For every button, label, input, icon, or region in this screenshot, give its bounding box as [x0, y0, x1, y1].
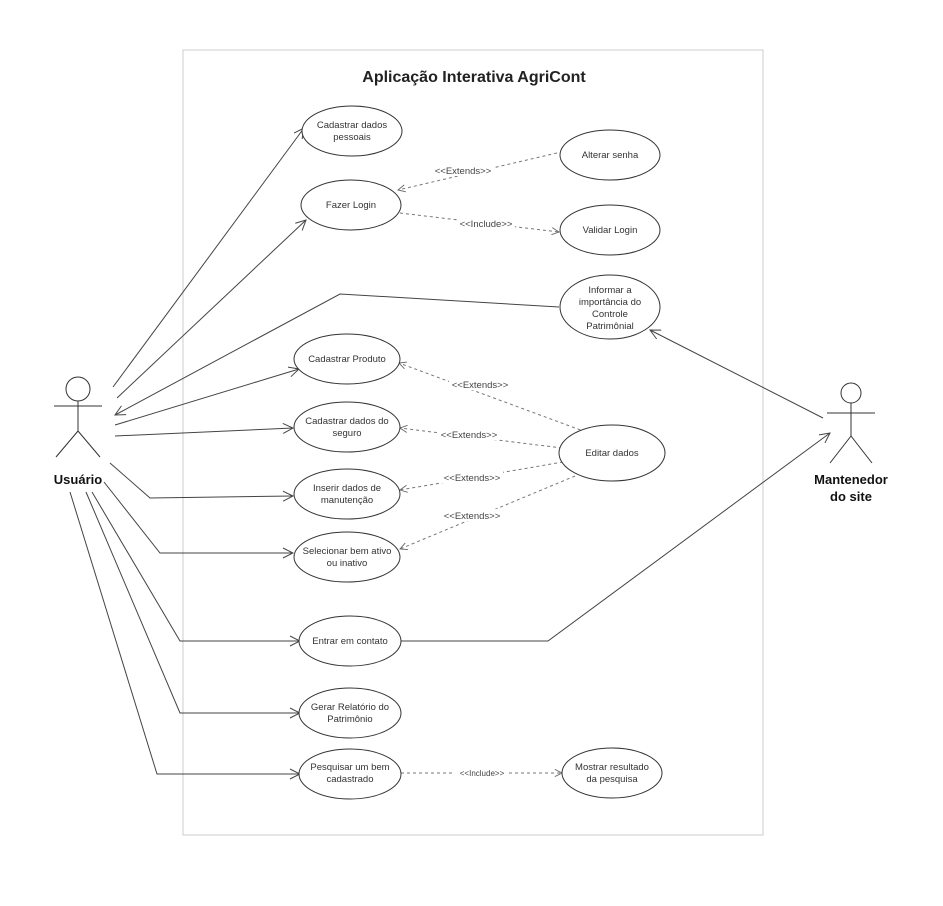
extends-cadastrar-produto-line	[399, 363, 587, 433]
actor-usuario[interactable]	[54, 376, 102, 458]
extends-label-cadastrar-seguro: <<Extends>>	[441, 430, 498, 441]
use-case-editar-dados[interactable]: Editar dados	[558, 424, 666, 482]
use-case-label: Cadastrar Produto	[308, 354, 386, 365]
assoc-entrar-contato	[91, 491, 300, 641]
use-case-cadastrar-dados-pessoais[interactable]: Cadastrar dados pessoais	[301, 105, 403, 157]
use-case-label: Inserir dados de	[313, 483, 381, 494]
use-case-label: Controle	[592, 309, 628, 320]
system-boundary	[182, 49, 764, 836]
assoc-cadastrar-dados-pessoais	[112, 128, 304, 388]
use-case-informar-importancia[interactable]: Informar a importância do Controle Patri…	[559, 274, 661, 340]
use-case-pesquisar-bem[interactable]: Pesquisar um bem cadastrado	[298, 748, 402, 800]
use-cases: Cadastrar dados pessoais Fazer Login Alt…	[293, 105, 666, 800]
actor-usuario-label: Usuário	[54, 472, 102, 487]
use-case-label: seguro	[332, 428, 361, 439]
assoc-informar-importancia	[115, 293, 560, 415]
actor-mantenedor-label-line1: Mantenedor	[814, 472, 888, 487]
assoc-maintainer-informar	[650, 330, 824, 419]
include-label-validar-login: <<Include>>	[460, 219, 513, 230]
assoc-cadastrar-produto	[114, 369, 299, 426]
actor-mantenedor-label-line2: do site	[830, 489, 872, 504]
use-case-entrar-contato[interactable]: Entrar em contato	[298, 615, 402, 667]
use-case-label: Validar Login	[583, 225, 638, 236]
stereotype-labels: <<Extends>> <<Include>> <<Extends>> <<Ex…	[432, 164, 515, 778]
actor-right-leg	[850, 435, 873, 464]
use-case-alterar-senha[interactable]: Alterar senha	[559, 129, 661, 181]
use-case-label: da pesquisa	[586, 774, 638, 785]
actor-head	[840, 382, 862, 404]
extends-label-cadastrar-produto: <<Extends>>	[452, 380, 509, 391]
use-case-gerar-relatorio[interactable]: Gerar Relatório do Patrimônio	[298, 687, 402, 739]
assoc-gerar-relatorio	[85, 491, 300, 713]
assoc-inserir-manutencao	[109, 462, 293, 498]
extends-label-inserir-manutencao: <<Extends>>	[444, 473, 501, 484]
use-case-label: Cadastrar dados do	[305, 416, 388, 427]
assoc-pesquisar-bem	[69, 491, 300, 774]
actor-mantenedor[interactable]	[827, 382, 875, 464]
use-case-label: Pesquisar um bem	[310, 762, 389, 773]
use-case-label: cadastrado	[326, 774, 373, 785]
user-associations	[69, 128, 560, 774]
use-case-label: Cadastrar dados	[317, 120, 387, 131]
use-case-label: Alterar senha	[582, 150, 639, 161]
system-title: Aplicação Interativa AgriCont	[362, 69, 586, 86]
use-case-cadastrar-produto[interactable]: Cadastrar Produto	[293, 333, 401, 385]
use-case-label: Gerar Relatório do	[311, 702, 389, 713]
assoc-contato-maintainer	[401, 433, 830, 642]
use-case-label: Patrimônial	[586, 321, 634, 332]
maintainer-associations	[401, 330, 830, 642]
assoc-selecionar-bem	[103, 481, 293, 553]
extends-selecionar-bem-line	[400, 475, 576, 549]
use-case-validar-login[interactable]: Validar Login	[559, 204, 661, 256]
use-case-inserir-manutencao[interactable]: Inserir dados de manutenção	[293, 468, 401, 520]
dependency-lines	[398, 152, 587, 773]
use-case-selecionar-bem[interactable]: Selecionar bem ativo ou inativo	[293, 531, 401, 583]
use-case-fazer-login[interactable]: Fazer Login	[300, 179, 402, 231]
actor-head	[65, 376, 91, 402]
use-case-label: Informar a	[588, 285, 632, 296]
extends-label-alterar-senha: <<Extends>>	[435, 166, 492, 177]
actor-left-leg	[829, 435, 852, 464]
use-case-label: Editar dados	[585, 448, 639, 459]
use-case-label: Mostrar resultado	[575, 762, 649, 773]
extends-label-selecionar-bem: <<Extends>>	[444, 511, 501, 522]
use-case-label: ou inativo	[327, 558, 368, 569]
use-case-cadastrar-seguro[interactable]: Cadastrar dados do seguro	[293, 401, 401, 453]
use-case-label: Patrimônio	[327, 714, 372, 725]
actor-left-leg	[55, 430, 79, 458]
assoc-cadastrar-seguro	[114, 428, 293, 437]
use-case-mostrar-resultado[interactable]: Mostrar resultado da pesquisa	[561, 747, 663, 799]
use-case-label: Entrar em contato	[312, 636, 388, 647]
actor-right-leg	[77, 430, 101, 458]
use-case-label: Fazer Login	[326, 200, 376, 211]
include-label-mostrar-resultado: <<Include>>	[460, 769, 505, 778]
use-case-label: importância do	[579, 297, 641, 308]
assoc-fazer-login	[116, 220, 306, 399]
use-case-label: Selecionar bem ativo	[303, 546, 392, 557]
use-case-label: manutenção	[321, 495, 373, 506]
use-case-label: pessoais	[333, 132, 371, 143]
